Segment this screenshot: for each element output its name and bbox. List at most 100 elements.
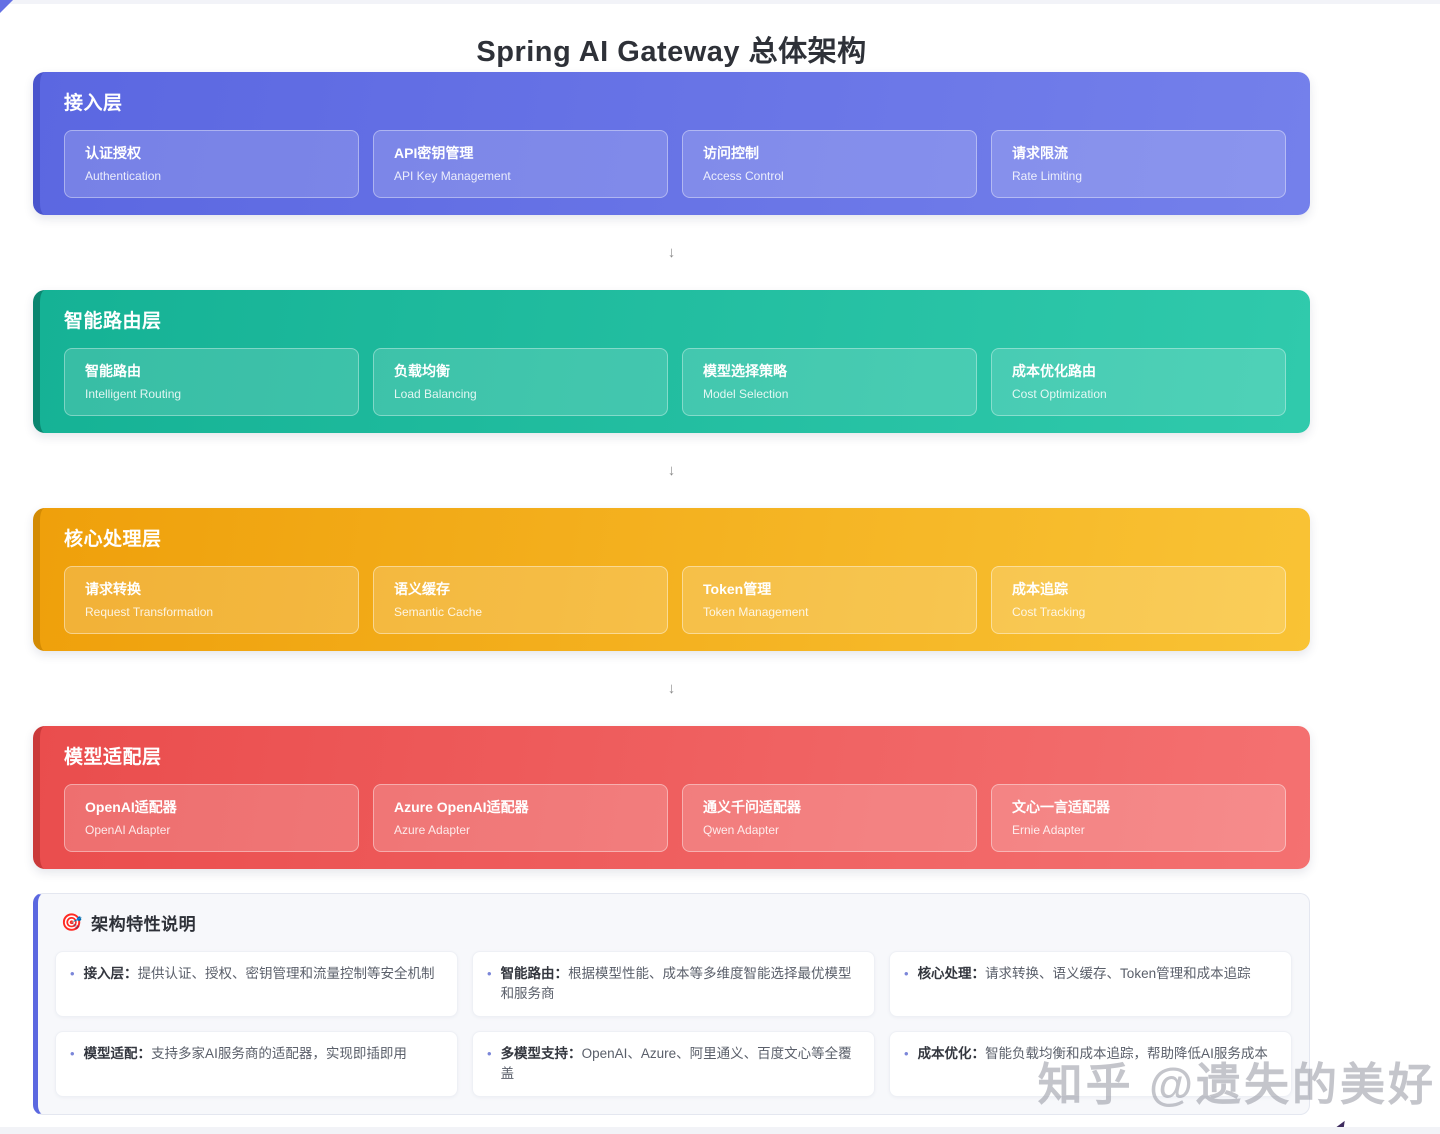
feature-desc: 提供认证、授权、密钥管理和流量控制等安全机制 [137, 966, 435, 981]
card-title: 请求转换 [85, 581, 141, 597]
card-title: API密钥管理 [394, 145, 474, 161]
card-subtitle: OpenAI Adapter [85, 823, 171, 837]
card-rate-limiting: 请求限流 Rate Limiting [991, 130, 1286, 198]
card-title: 智能路由 [85, 363, 141, 379]
card-azure-adapter: Azure OpenAI适配器 Azure Adapter [373, 784, 668, 852]
feature-item-access: • 接入层：提供认证、授权、密钥管理和流量控制等安全机制 [55, 951, 458, 1017]
layer-access-cards: 认证授权 Authentication API密钥管理 API Key Mana… [64, 130, 1286, 198]
card-title: 成本追踪 [1012, 581, 1068, 597]
feature-text: 智能路由：根据模型性能、成本等多维度智能选择最优模型和服务商 [501, 964, 860, 1004]
card-subtitle: Request Transformation [85, 605, 214, 619]
feature-item-core: • 核心处理：请求转换、语义缓存、Token管理和成本追踪 [889, 951, 1292, 1017]
feature-desc: OpenAI、Azure、阿里通义、百度文心等全覆盖 [500, 1046, 852, 1081]
feature-desc: 智能负载均衡和成本追踪，帮助降低AI服务成本 [985, 1046, 1268, 1061]
feature-item-multimodel: • 多模型支持：OpenAI、Azure、阿里通义、百度文心等全覆盖 [472, 1031, 875, 1097]
card-token-management: Token管理 Token Management [682, 566, 977, 634]
card-title: Token管理 [703, 581, 772, 597]
card-subtitle: Qwen Adapter [703, 823, 780, 837]
layer-access: 接入层 认证授权 Authentication API密钥管理 API Key … [33, 72, 1310, 215]
feature-desc: 请求转换、语义缓存、Token管理和成本追踪 [985, 966, 1251, 981]
card-title: 文心一言适配器 [1012, 799, 1110, 815]
feature-label: 接入层： [83, 966, 138, 981]
card-subtitle: Token Management [703, 605, 809, 619]
card-subtitle: Access Control [703, 169, 784, 183]
card-api-key-management: API密钥管理 API Key Management [373, 130, 668, 198]
card-title: 语义缓存 [394, 581, 450, 597]
feature-label: 智能路由： [500, 966, 569, 981]
card-model-selection: 模型选择策略 Model Selection [682, 348, 977, 416]
bullet-icon: • [904, 966, 909, 981]
card-subtitle: Authentication [85, 169, 162, 183]
card-subtitle: Cost Tracking [1012, 605, 1086, 619]
features-header: 🎯 架构特性说明 [61, 910, 1292, 935]
layer-access-title: 接入层 [64, 93, 123, 114]
feature-label: 成本优化： [917, 1046, 986, 1061]
card-subtitle: Ernie Adapter [1012, 823, 1085, 837]
card-semantic-cache: 语义缓存 Semantic Cache [373, 566, 668, 634]
feature-desc: 支持多家AI服务商的适配器，实现即插即用 [151, 1046, 407, 1061]
top-edge-strip [0, 0, 1440, 4]
card-subtitle: Model Selection [703, 387, 789, 401]
card-subtitle: Intelligent Routing [85, 387, 182, 401]
card-access-control: 访问控制 Access Control [682, 130, 977, 198]
card-subtitle: Semantic Cache [394, 605, 483, 619]
card-request-transformation: 请求转换 Request Transformation [64, 566, 359, 634]
feature-item-cost: • 成本优化：智能负载均衡和成本追踪，帮助降低AI服务成本 [889, 1031, 1292, 1097]
layer-core-title: 核心处理层 [64, 529, 162, 550]
card-subtitle: Azure Adapter [394, 823, 471, 837]
watermark: 知乎 @遗失的美好 [1037, 1059, 1436, 1110]
card-authentication: 认证授权 Authentication [64, 130, 359, 198]
card-title: 访问控制 [703, 145, 759, 161]
card-title: 负载均衡 [394, 363, 450, 379]
card-load-balancing: 负载均衡 Load Balancing [373, 348, 668, 416]
card-ernie-adapter: 文心一言适配器 Ernie Adapter [991, 784, 1286, 852]
card-title: 模型选择策略 [703, 363, 787, 379]
feature-item-adapter: • 模型适配：支持多家AI服务商的适配器，实现即插即用 [55, 1031, 458, 1097]
feature-label: 核心处理： [917, 966, 986, 981]
feature-item-routing: • 智能路由：根据模型性能、成本等多维度智能选择最优模型和服务商 [472, 951, 875, 1017]
bullet-icon: • [487, 966, 492, 981]
feature-text: 核心处理：请求转换、语义缓存、Token管理和成本追踪 [918, 964, 1251, 984]
card-title: 通义千问适配器 [703, 799, 801, 815]
card-title: 请求限流 [1012, 145, 1068, 161]
card-subtitle: Cost Optimization [1012, 387, 1107, 401]
layer-routing-cards: 智能路由 Intelligent Routing 负载均衡 Load Balan… [64, 348, 1286, 416]
feature-label: 模型适配： [83, 1046, 152, 1061]
features-heading: 架构特性说明 [91, 915, 197, 934]
card-title: 认证授权 [85, 145, 141, 161]
layer-routing-title: 智能路由层 [64, 311, 162, 332]
layer-core-processing: 核心处理层 请求转换 Request Transformation 语义缓存 S… [33, 508, 1310, 651]
card-subtitle: API Key Management [394, 169, 511, 183]
bottom-edge-strip [0, 1127, 1440, 1134]
feature-text: 接入层：提供认证、授权、密钥管理和流量控制等安全机制 [84, 964, 435, 984]
card-cost-optimization-routing: 成本优化路由 Cost Optimization [991, 348, 1286, 416]
card-title: 成本优化路由 [1012, 363, 1096, 379]
bullet-icon: • [70, 966, 75, 981]
layer-model-adapter: 模型适配层 OpenAI适配器 OpenAI Adapter Azure Ope… [33, 726, 1310, 869]
bullet-icon: • [904, 1046, 909, 1061]
page-title: Spring AI Gateway 总体架构 [476, 36, 867, 68]
content-wrap: Spring AI Gateway 总体架构 接入层 认证授权 Authenti… [33, 0, 1310, 1115]
card-title: Azure OpenAI适配器 [394, 799, 529, 815]
layer-adapter-title: 模型适配层 [64, 747, 162, 768]
down-arrow-icon: ↓ [667, 680, 676, 697]
target-icon: 🎯 [61, 912, 83, 932]
feature-text: 成本优化：智能负载均衡和成本追踪，帮助降低AI服务成本 [918, 1044, 1268, 1064]
feature-text: 多模型支持：OpenAI、Azure、阿里通义、百度文心等全覆盖 [501, 1044, 860, 1084]
card-subtitle: Rate Limiting [1012, 169, 1083, 183]
card-intelligent-routing: 智能路由 Intelligent Routing [64, 348, 359, 416]
bullet-icon: • [70, 1046, 75, 1061]
layer-core-cards: 请求转换 Request Transformation 语义缓存 Semanti… [64, 566, 1286, 634]
feature-desc: 根据模型性能、成本等多维度智能选择最优模型和服务商 [500, 966, 852, 1001]
feature-text: 模型适配：支持多家AI服务商的适配器，实现即插即用 [84, 1044, 407, 1064]
bullet-icon: • [487, 1046, 492, 1061]
features-grid: • 接入层：提供认证、授权、密钥管理和流量控制等安全机制 • 智能路由：根据模型… [55, 951, 1292, 1097]
down-arrow-icon: ↓ [667, 244, 676, 261]
layer-routing: 智能路由层 智能路由 Intelligent Routing 负载均衡 Load… [33, 290, 1310, 433]
features-panel: 🎯 架构特性说明 • 接入层：提供认证、授权、密钥管理和流量控制等安全机制 • … [33, 893, 1310, 1115]
layer-adapter-cards: OpenAI适配器 OpenAI Adapter Azure OpenAI适配器… [64, 784, 1286, 852]
corner-wedge-icon [0, 0, 13, 13]
card-cost-tracking: 成本追踪 Cost Tracking [991, 566, 1286, 634]
card-openai-adapter: OpenAI适配器 OpenAI Adapter [64, 784, 359, 852]
